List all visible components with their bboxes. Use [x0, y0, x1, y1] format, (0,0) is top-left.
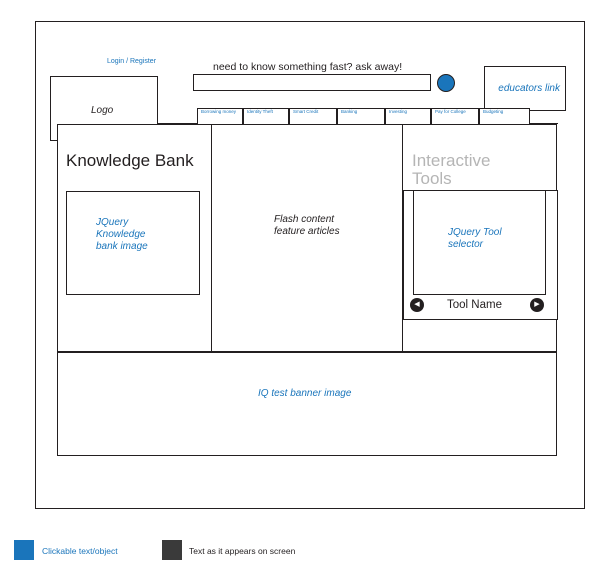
legend-swatch-clickable	[14, 540, 34, 560]
tool-name: Tool Name	[447, 299, 502, 311]
column-divider	[402, 124, 403, 352]
chevron-right-icon: ▶	[534, 301, 540, 308]
tab-borrowing-money[interactable]: Borrowing money	[197, 108, 243, 124]
tool-selector-label[interactable]: JQuery Tool selector	[448, 227, 502, 250]
tab-pay-for-college[interactable]: Pay for College	[431, 108, 479, 124]
login-register-link[interactable]: Login / Register	[107, 58, 157, 65]
tab-banking[interactable]: Banking	[337, 108, 385, 124]
banner-image-label[interactable]: IQ test banner image	[258, 388, 352, 399]
tab-identity-theft[interactable]: Identity Theft	[243, 108, 289, 124]
ask-heading: need to know something fast? ask away!	[213, 61, 403, 73]
tab-smart-credit[interactable]: Smart Credit	[289, 108, 337, 124]
knowledge-bank-title: Knowledge Bank	[66, 151, 194, 170]
feature-articles-label: Flash content feature articles	[274, 214, 340, 237]
knowledge-bank-image[interactable]	[66, 191, 200, 295]
search-button[interactable]	[437, 74, 455, 92]
legend-swatch-text	[162, 540, 182, 560]
next-tool-button[interactable]: ▶	[530, 298, 544, 312]
interactive-tools-title: Interactive Tools	[412, 151, 491, 188]
column-divider	[211, 124, 212, 352]
previous-tool-button[interactable]: ◀	[410, 298, 424, 312]
educators-link-box[interactable]: educators link	[484, 66, 566, 111]
tab-budgeting[interactable]: Budgeting	[479, 108, 530, 124]
tab-investing[interactable]: Investing	[385, 108, 431, 124]
chevron-left-icon: ◀	[414, 301, 420, 308]
legend-label-clickable: Clickable text/object	[42, 546, 118, 556]
educators-link[interactable]: educators link	[498, 83, 560, 94]
search-input[interactable]	[193, 74, 431, 91]
banner-image[interactable]	[57, 352, 557, 456]
tool-selector-image[interactable]	[413, 190, 546, 295]
legend-label-text: Text as it appears on screen	[189, 546, 296, 556]
logo-label: Logo	[91, 105, 114, 116]
knowledge-bank-image-label[interactable]: JQuery Knowledge bank image	[96, 217, 148, 252]
